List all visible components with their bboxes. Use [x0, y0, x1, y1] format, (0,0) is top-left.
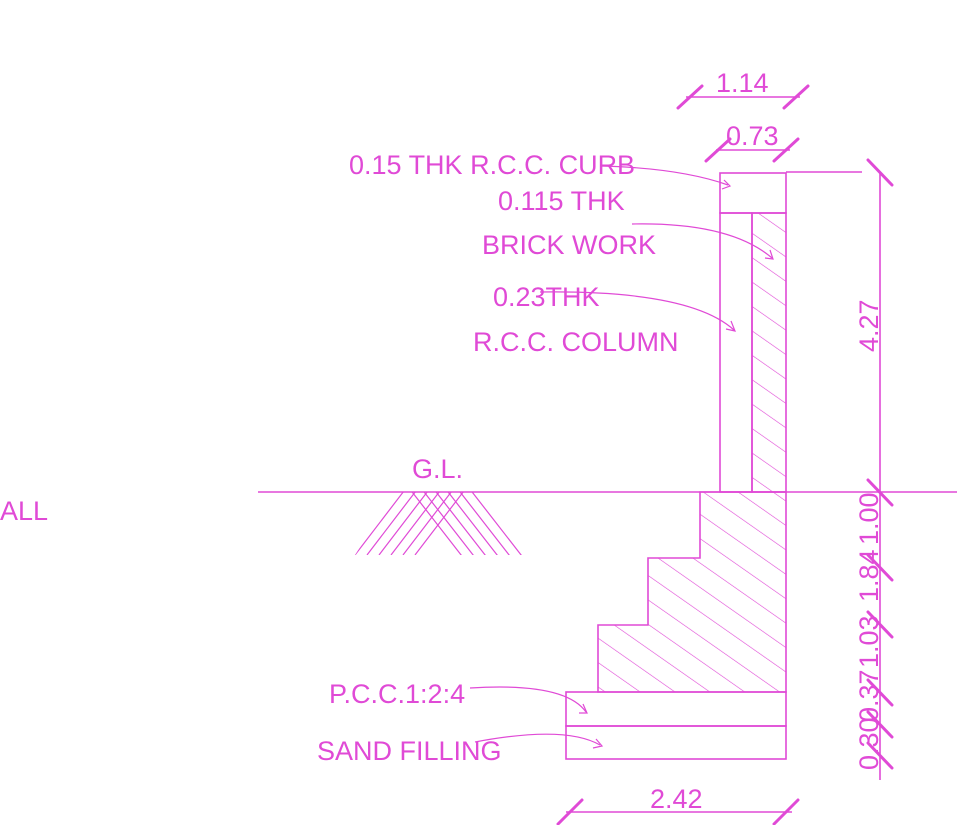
label-column-line2: R.C.C. COLUMN — [473, 327, 679, 357]
dim-pcc-thk: 0.37 — [854, 669, 884, 722]
label-brick-line1: 0.115 THK — [498, 186, 625, 216]
label-curb: 0.15 THK R.C.C. CURB — [349, 150, 635, 180]
ground-soil-hatch — [355, 492, 526, 555]
dim-line-base — [556, 798, 800, 825]
label-brick-line2: BRICK WORK — [482, 230, 656, 260]
dim-line-top-inner — [704, 137, 800, 163]
leader-lines — [469, 165, 774, 749]
dim-line-top-outer — [676, 84, 810, 110]
label-pcc: P.C.C.1:2:4 — [329, 679, 465, 709]
label-sand: SAND FILLING — [317, 736, 502, 766]
brick-work — [751, 212, 787, 493]
dim-top-width-outer: 1.14 — [716, 68, 769, 98]
rcc-curb — [719, 172, 787, 214]
dim-step-1: 1.00 — [854, 492, 884, 545]
dim-step-2: 1.84 — [854, 549, 884, 602]
ground-level-label: G.L. — [412, 454, 463, 484]
partial-title-text: ALL — [0, 496, 48, 526]
rcc-column — [719, 212, 753, 493]
dim-wall-height: 4.27 — [854, 299, 884, 352]
dim-sand-thk: 0.30 — [854, 717, 884, 770]
pcc-bed — [565, 691, 787, 727]
label-column-line1: 0.23THK — [493, 282, 600, 312]
dim-top-width-inner: 0.73 — [726, 121, 779, 151]
dim-step-3: 1.03 — [854, 615, 884, 668]
dim-base-width: 2.42 — [650, 784, 703, 814]
stepped-foundation — [597, 491, 787, 693]
sand-filling — [565, 725, 787, 760]
height-dimension-ticks — [866, 158, 894, 770]
